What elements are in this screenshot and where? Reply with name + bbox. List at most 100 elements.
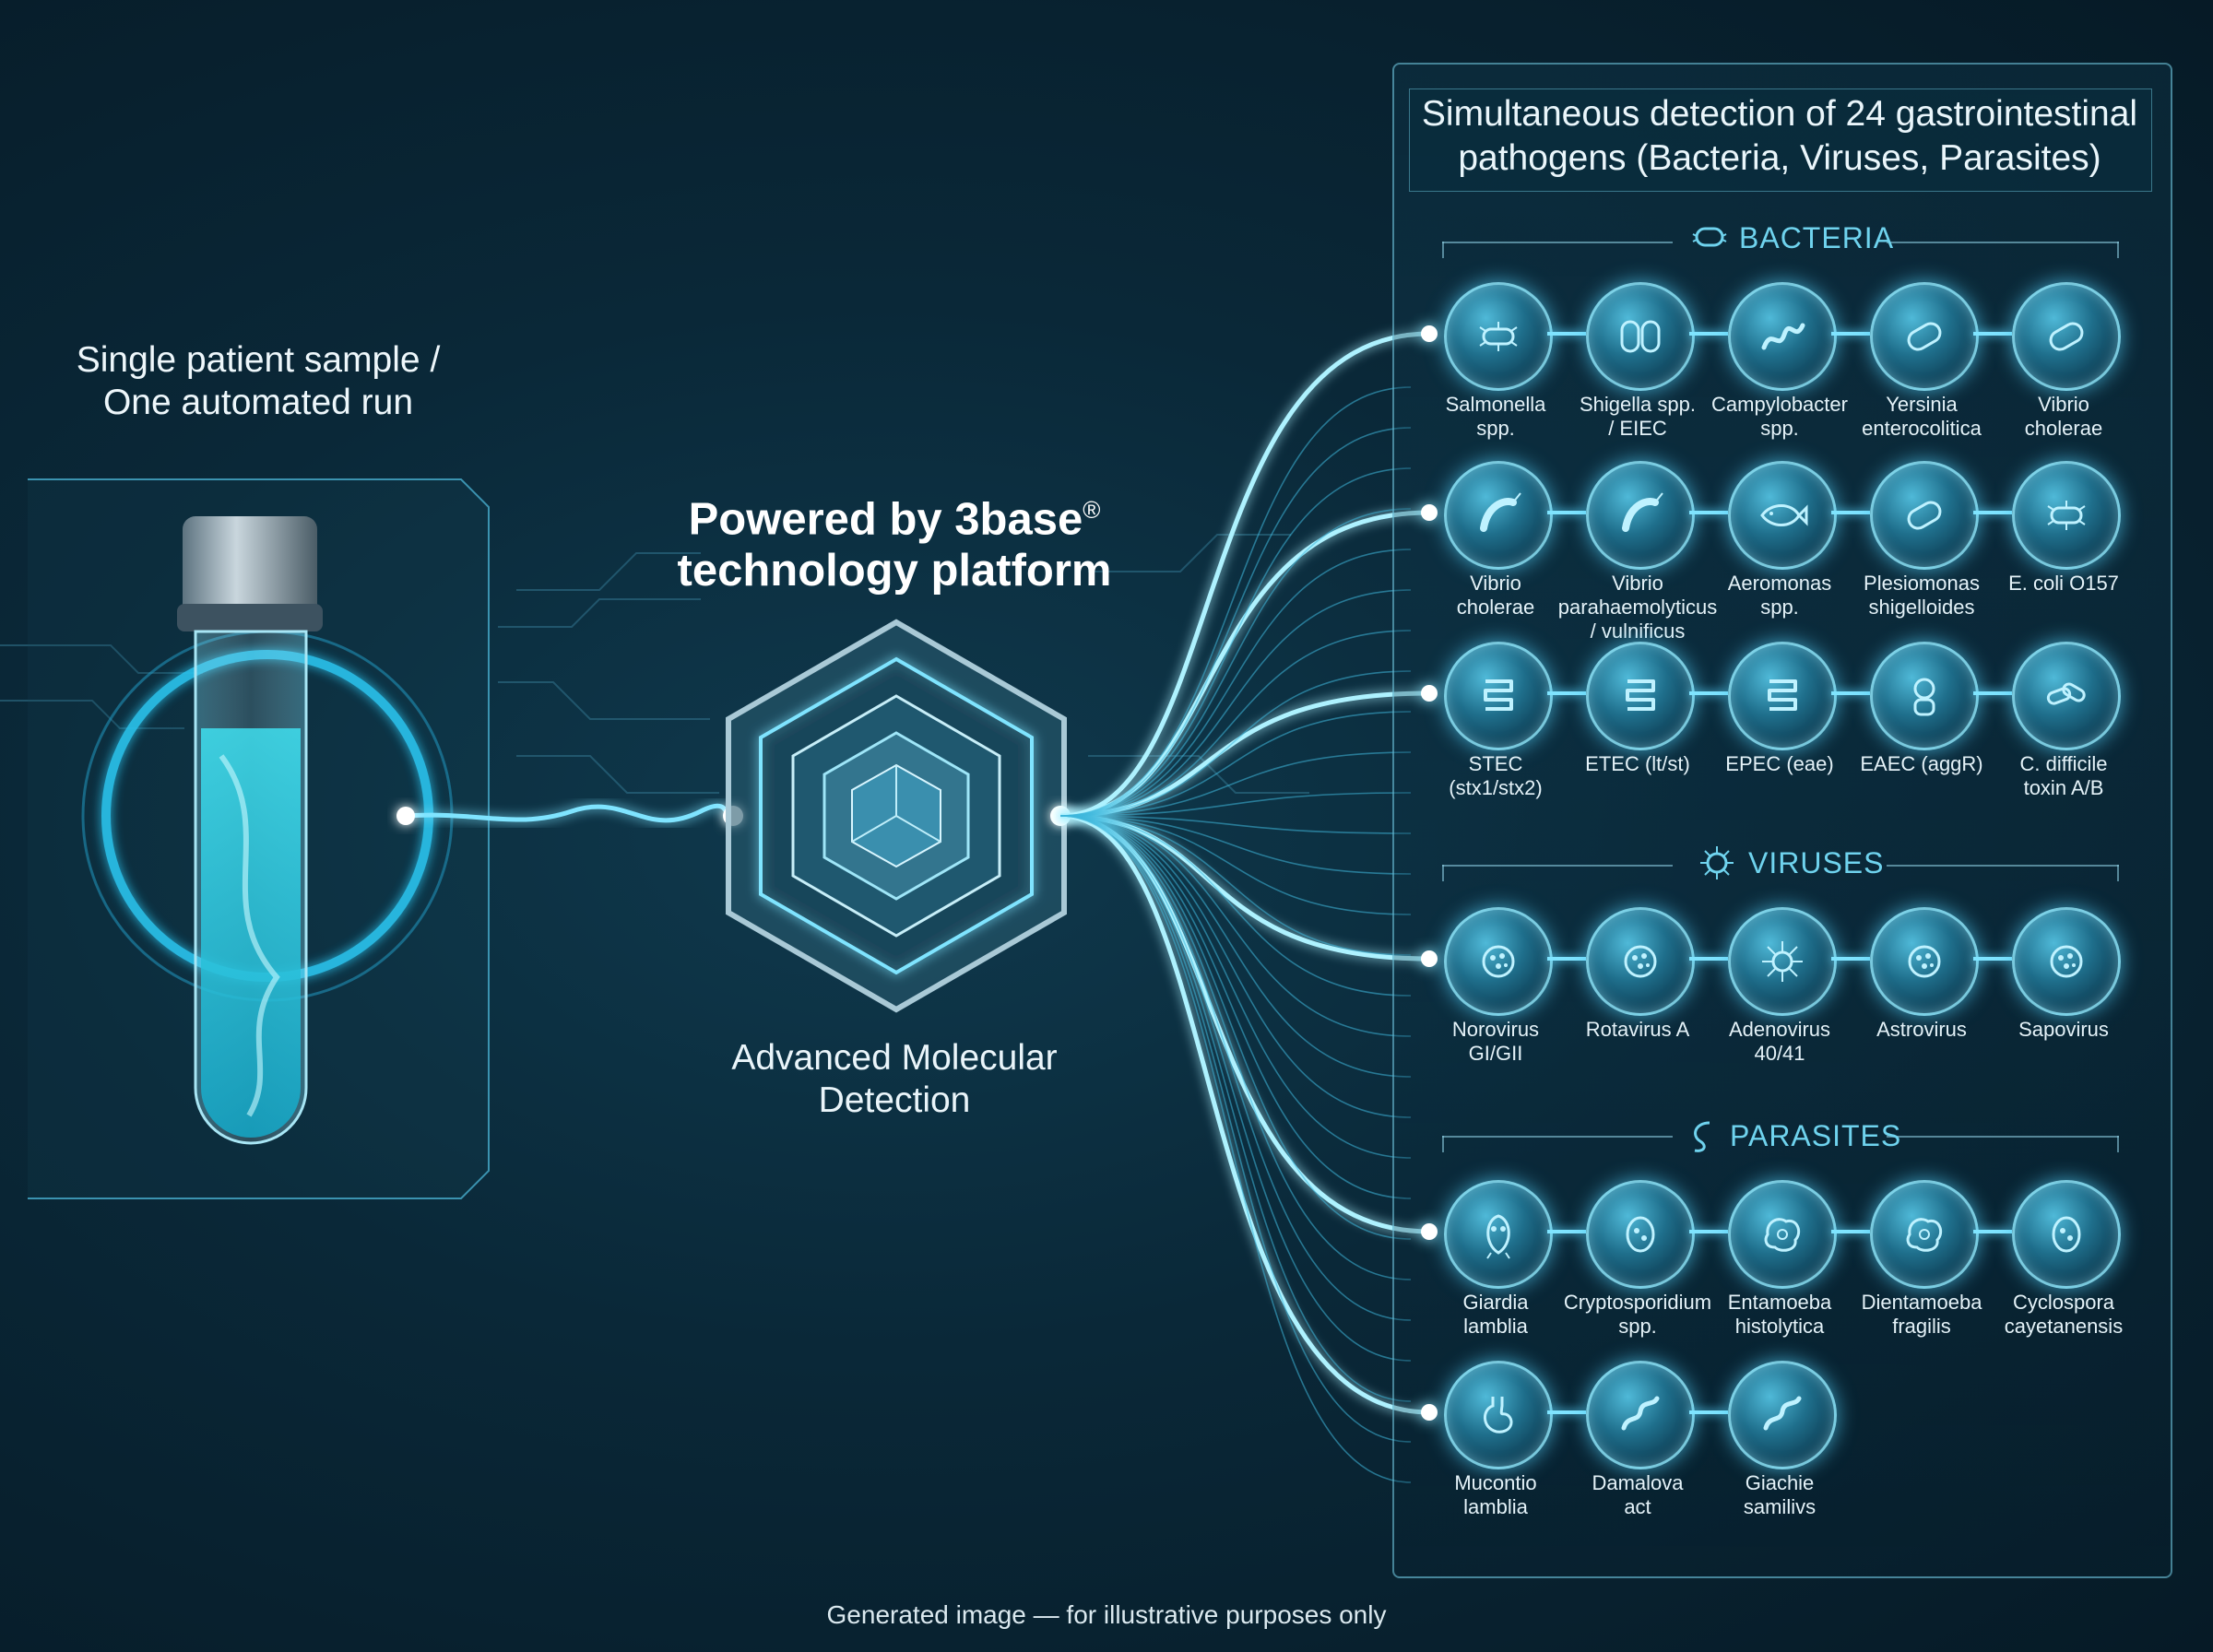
node-link: [1689, 691, 1728, 695]
pathogen-label-line: Vibrio: [1470, 572, 1521, 595]
secondary-connection: [1059, 815, 1412, 956]
rod-cluster-icon: [2046, 682, 2086, 705]
node-link: [1831, 511, 1870, 514]
platform-hexagon: [726, 619, 1067, 1013]
node-link: [1831, 957, 1870, 961]
pathogen-label-line: Aeromonas: [1727, 572, 1832, 595]
pathogen-node: [1728, 461, 1837, 570]
pathogen-node: [1444, 1361, 1553, 1469]
secondary-connection: [1059, 815, 1412, 1037]
secondary-connection: [1059, 815, 1412, 875]
node-link: [1973, 511, 2012, 514]
pathogen-node: [1586, 642, 1695, 750]
platform-subtitle-line1: Advanced Molecular: [731, 1038, 1058, 1078]
pathogen-node: [1870, 1180, 1979, 1289]
divider-cap: [2117, 865, 2119, 881]
pathogen-label-line: STEC: [1468, 752, 1523, 775]
pathogen-node: [1444, 282, 1553, 391]
pathogen-label-line: Vibrio: [2038, 393, 2089, 416]
platform-subtitle: Advanced Molecular Detection: [664, 1037, 1125, 1122]
parasite-section-icon: [1694, 1121, 1710, 1152]
primary-connection: [1059, 813, 1430, 962]
virus-icon: [1624, 945, 1657, 978]
intestine-icon: [1626, 679, 1655, 711]
pathogen-label-line: Rotavirus A: [1585, 1018, 1690, 1041]
sample-frame: [28, 478, 490, 1199]
row-connector-dot: [1421, 325, 1438, 342]
secondary-connection: [1059, 792, 1412, 817]
node-link: [1689, 1230, 1728, 1233]
row-connector-dot: [1421, 1404, 1438, 1421]
pathogen-label-line: shigelloides: [1868, 596, 1975, 619]
pathogen-label-line: Campylobacter: [1711, 393, 1848, 416]
node-link: [1831, 332, 1870, 336]
secondary-connection: [1059, 670, 1412, 817]
divider-cap: [2117, 242, 2119, 258]
pathogen-label-line: Cyclospora: [2012, 1291, 2115, 1314]
pathogen-label-line: GI/GII: [1468, 1042, 1523, 1065]
platform-title: Powered by 3base® technology platform: [636, 484, 1153, 596]
virus-icon: [2050, 945, 2083, 978]
pathogen-label-line: toxin A/B: [2023, 776, 2104, 799]
pathogen-node: [1870, 642, 1979, 750]
section-parasites: PARASITES: [1730, 1119, 1902, 1152]
pathogen-node: [2012, 642, 2121, 750]
node-link: [1831, 691, 1870, 695]
pathogen-node: [2012, 1180, 2121, 1289]
pathogen-node: [1586, 907, 1695, 1016]
panel-title-box: [1409, 88, 2152, 192]
pathogen-node: [1586, 461, 1695, 570]
test-tube: [177, 516, 323, 1145]
secondary-connection: [1059, 589, 1412, 817]
row-connector-dot: [1421, 950, 1438, 967]
panel-title-line2: pathogens (Bacteria, Viruses, Parasites): [1458, 138, 2101, 178]
pathogen-label-line: Sapovirus: [2018, 1018, 2109, 1041]
pathogen-label-line: ETEC (lt/st): [1585, 752, 1690, 775]
node-link: [1689, 957, 1728, 961]
secondary-connection: [1059, 815, 1412, 997]
node-link: [1547, 691, 1586, 695]
pathogen-label-line: Plesiomonas: [1864, 572, 1980, 595]
divider-cap: [1442, 1136, 1444, 1152]
pathogen-node: [1444, 642, 1553, 750]
intestine-icon: [1484, 679, 1513, 711]
pathogen-node: [1444, 1180, 1553, 1289]
pathogen-label-line: spp.: [1618, 1315, 1657, 1338]
pathogen-label-line: cholerae: [2024, 417, 2103, 440]
node-link: [1973, 1230, 2012, 1233]
pathogen-label: E. coli O157: [1981, 572, 2147, 596]
pathogen-node: [1728, 1361, 1837, 1469]
pathogen-label-line: Vibrio: [1612, 572, 1663, 595]
pathogen-label-line: Norovirus: [1451, 1018, 1540, 1041]
rod-flagella-icon: [1479, 322, 1518, 351]
pathogen-label-line: parahaemolyticus: [1557, 596, 1718, 619]
pathogen-node: [1444, 907, 1553, 1016]
secondary-connection: [1059, 815, 1412, 1199]
parasites-divider-right: [1887, 1136, 2119, 1138]
bacteria-divider-right: [1887, 242, 2119, 243]
pathogen-label-line: Giardia: [1462, 1291, 1529, 1314]
primary-connection: [1059, 813, 1430, 1234]
registered-mark: ®: [1083, 496, 1101, 524]
pathogen-label-line: Astrovirus: [1876, 1018, 1967, 1041]
pathogen-label-line: spp.: [1476, 417, 1515, 440]
pathogen-node: [1870, 461, 1979, 570]
pathogen-label-line: lamblia: [1463, 1495, 1528, 1518]
sample-caption-line1: Single patient sample /: [76, 340, 441, 380]
pathogen-label-line: EAEC (aggR): [1860, 752, 1983, 775]
pathogen-label: Rotavirus A: [1555, 1018, 1721, 1042]
node-link: [1689, 1410, 1728, 1414]
oocyst-icon: [1626, 1216, 1655, 1253]
node-link: [1547, 957, 1586, 961]
secondary-connection: [1059, 711, 1412, 817]
pathogen-label-line: C. difficile: [2019, 752, 2108, 775]
pathogen-label-line: spp.: [1760, 596, 1799, 619]
pathogen-label-line: 40/41: [1754, 1042, 1805, 1065]
worm-icon: [1763, 1396, 1802, 1431]
pathogen-label-line: Adenovirus: [1728, 1018, 1831, 1041]
